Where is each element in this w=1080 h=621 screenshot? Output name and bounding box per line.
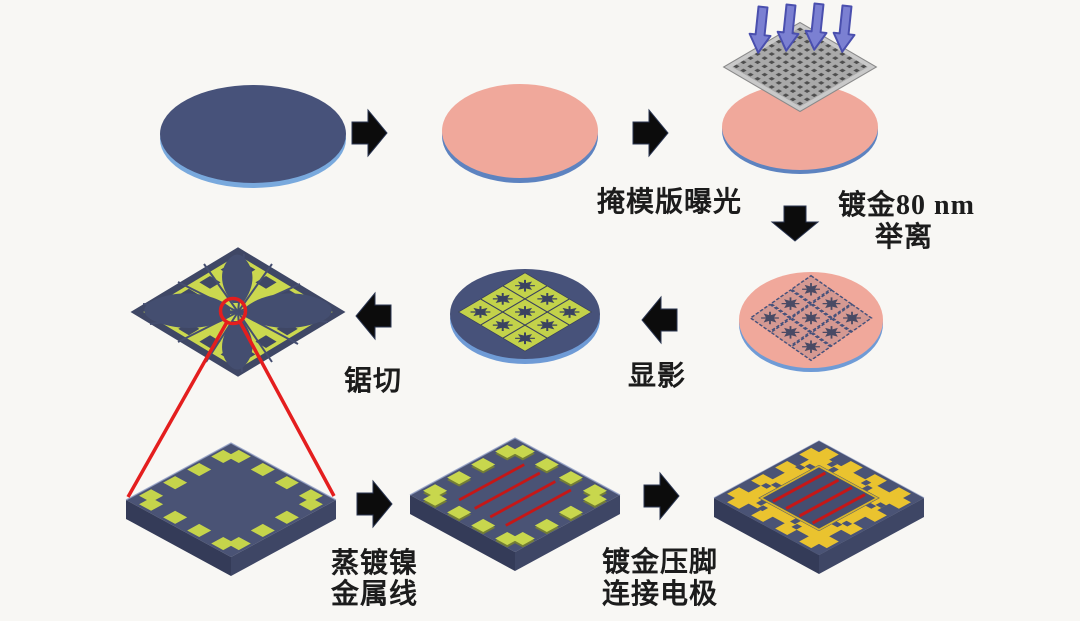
label-liftoff: 举离	[874, 222, 933, 253]
gold-chip-wires	[773, 473, 865, 523]
label-nickel-evaporation-line1: 蒸镀镍	[331, 548, 419, 579]
label-development: 显影	[628, 361, 687, 392]
label-gold-pad-line1: 镀金压脚	[602, 547, 719, 578]
flow-arrow-left-icon	[641, 296, 678, 344]
flow-arrow-right-icon	[643, 472, 680, 520]
flow-arrow-left-icon	[355, 292, 392, 340]
flow-arrow-right-icon	[356, 480, 393, 528]
flow-arrow-down-icon	[771, 205, 819, 242]
resist-coated-wafer	[442, 84, 598, 183]
flow-arrow-right-icon	[351, 109, 388, 157]
label-sawing: 锯切	[344, 366, 403, 397]
label-mask-exposure: 掩模版曝光	[597, 187, 743, 218]
exposure-assembly	[722, 1, 878, 174]
nickel-wires	[459, 465, 571, 526]
bare-silicon-wafer	[160, 85, 346, 188]
chip-with-nickel-wires	[409, 437, 621, 572]
chip-with-gold-electrodes	[713, 440, 925, 575]
diced-sensor-die	[130, 247, 346, 377]
exposed-wafer	[739, 272, 883, 372]
developed-wafer	[450, 269, 600, 364]
flow-arrow-right-icon	[632, 109, 669, 157]
diced-chip-with-pads	[125, 442, 337, 577]
die-spider-pattern	[144, 254, 332, 370]
zoom-highlight	[126, 296, 336, 498]
label-gold-pad-line2: 连接电极	[602, 579, 719, 610]
label-nickel-evaporation-line2: 金属线	[331, 579, 419, 610]
label-gold-deposition: 镀金80 nm	[838, 190, 975, 221]
